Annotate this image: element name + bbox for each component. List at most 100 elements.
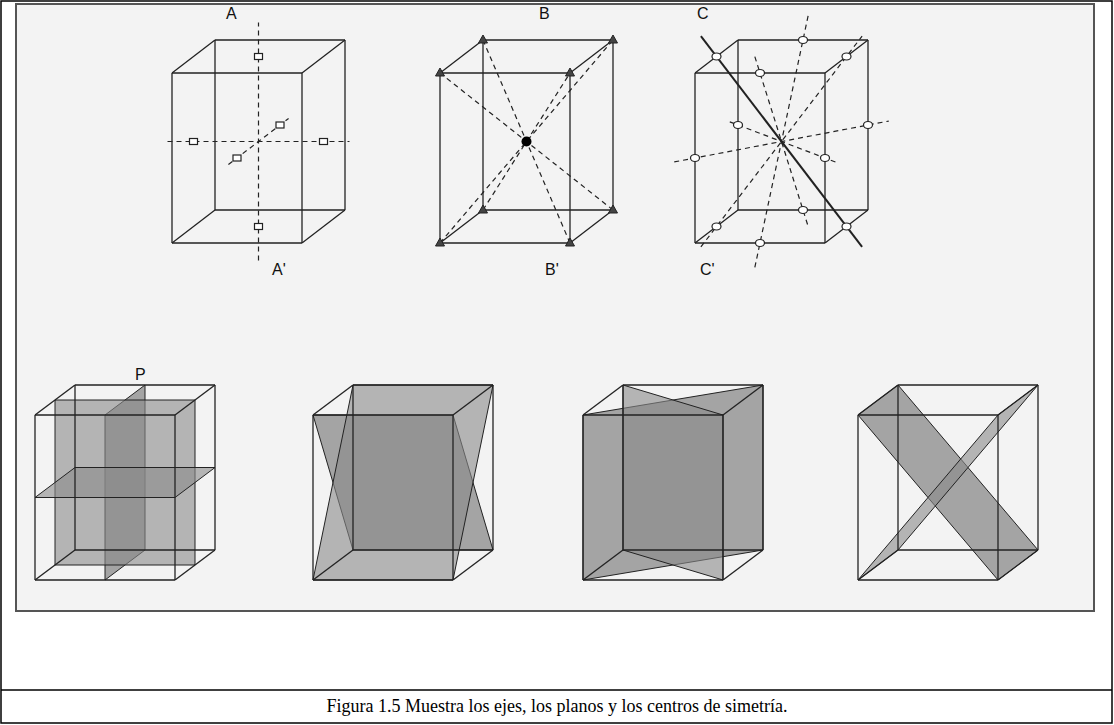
cube-edge	[482, 40, 483, 210]
cube-edge	[582, 415, 583, 580]
cube-edge	[214, 40, 215, 210]
twofold-symbol	[712, 53, 721, 60]
threefold-symbol	[609, 205, 618, 213]
cube-edge	[825, 40, 868, 73]
cube-edge	[898, 384, 1038, 385]
symmetry-plane	[583, 385, 763, 580]
cube-edge	[302, 210, 345, 243]
cube-edge	[453, 550, 493, 580]
plane-cube	[313, 385, 493, 580]
cube-edge	[302, 40, 345, 73]
twofold-symbol	[799, 37, 808, 44]
fourfold-symbol	[320, 139, 328, 145]
cube-edge	[440, 210, 483, 243]
cube-edge	[35, 579, 175, 580]
axis-label: A'	[272, 262, 286, 278]
threefold-symbol	[609, 35, 618, 43]
plane-cube	[583, 385, 763, 580]
cube-edge	[172, 72, 302, 73]
cube-edge	[344, 40, 345, 210]
cube-edge	[172, 242, 302, 243]
axis-label: P	[135, 367, 146, 383]
cube-edge	[35, 550, 75, 580]
cube-edge	[1037, 385, 1038, 550]
cube-edge	[825, 210, 868, 243]
cube-edge	[583, 385, 623, 415]
cube-edge	[301, 73, 302, 243]
axis-label: B'	[545, 262, 559, 278]
twofold-symbol	[734, 122, 743, 129]
cube-edge	[215, 209, 345, 210]
cube-edge	[453, 385, 493, 415]
cube-edge	[313, 550, 353, 580]
twofold-symbol	[864, 122, 873, 129]
table-rule	[1, 689, 1112, 691]
cube-edge	[858, 385, 898, 415]
symmetry-axis	[701, 36, 862, 247]
cube-edge	[440, 40, 483, 73]
symmetry-plane	[623, 385, 723, 580]
cube-edge	[313, 579, 453, 580]
fourfold-symbol	[255, 54, 263, 60]
threefold-symbol	[436, 238, 445, 246]
cube-edge	[695, 210, 738, 243]
threefold-symbol	[479, 35, 488, 43]
twofold-symbol	[756, 240, 765, 247]
cube-edge	[34, 415, 35, 580]
cube-edge	[353, 384, 493, 385]
twofold-symbol	[712, 223, 721, 230]
symmetry-axis	[674, 121, 889, 162]
axis-label: C'	[700, 262, 715, 278]
cube-edge	[857, 415, 858, 580]
cube-edge	[353, 549, 493, 550]
axis-label: B	[539, 6, 550, 22]
cube-edge	[215, 39, 345, 40]
cube-edge	[623, 384, 763, 385]
symmetry-axis	[701, 36, 862, 247]
cube-edge	[858, 550, 898, 580]
cube-edge	[483, 39, 613, 40]
fourfold-symbol	[233, 155, 241, 161]
symmetry-plane	[313, 385, 493, 580]
cube-edge	[762, 385, 763, 550]
twofold-symbol	[756, 70, 765, 77]
twofold-symbol	[691, 155, 700, 162]
cube-edge	[570, 40, 613, 73]
fourfold-symbol	[190, 139, 198, 145]
cube-edge	[439, 73, 440, 243]
cube-edge	[175, 550, 215, 580]
cube-edge	[75, 384, 215, 385]
cube-edge	[997, 415, 998, 580]
cube-edge	[352, 385, 353, 550]
cube-edge	[583, 579, 723, 580]
cube-edge	[569, 73, 570, 243]
cube-edge	[214, 385, 215, 550]
cube-edge	[623, 549, 763, 550]
axis-label: C	[697, 6, 709, 22]
symmetry-plane	[858, 385, 1038, 580]
cube-edge	[74, 385, 75, 550]
cube-edge	[723, 550, 763, 580]
symmetry-axis	[228, 118, 288, 164]
cube-edge	[583, 550, 623, 580]
cube-edge	[998, 385, 1038, 415]
plane-cube	[35, 385, 215, 580]
twofold-symbol	[821, 155, 830, 162]
cube-edge	[75, 549, 215, 550]
symmetry-axis	[440, 73, 613, 210]
cube-edge	[858, 414, 998, 415]
cube-c	[674, 16, 889, 268]
cube-edge	[492, 385, 493, 550]
cube-b	[436, 35, 618, 246]
symmetry-plane	[858, 385, 1038, 580]
symmetry-axis	[440, 40, 613, 243]
figure-panel	[16, 4, 1094, 611]
cube-edge	[898, 549, 1038, 550]
cube-edge	[695, 40, 738, 73]
cube-edge	[570, 210, 613, 243]
symmetry-axis	[728, 121, 836, 162]
threefold-symbol	[566, 238, 575, 246]
